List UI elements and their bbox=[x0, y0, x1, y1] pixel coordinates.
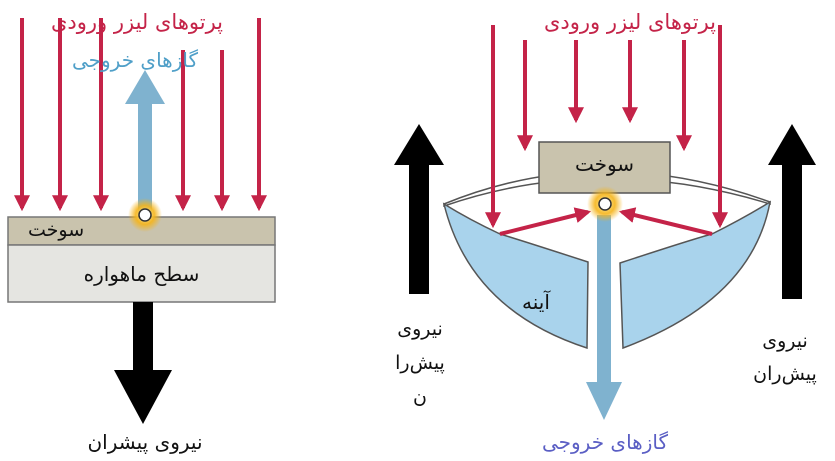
left-exhaust-label: گازهای خروجی bbox=[71, 48, 198, 72]
right-ignition-point bbox=[598, 197, 612, 211]
mirror-left-half bbox=[442, 202, 589, 350]
mirror-label: آینه bbox=[522, 290, 550, 314]
left-exhaust-arrow bbox=[125, 70, 165, 216]
right-thrust-left-line1: نیروی bbox=[397, 318, 443, 340]
left-laser-beams bbox=[14, 18, 267, 212]
right-incoming-laser-label: پرتوهای لیزر ورودی bbox=[543, 10, 717, 34]
left-thrust-label: نیروی پیشران bbox=[87, 430, 203, 454]
left-thrust-arrow bbox=[114, 302, 172, 424]
reflected-beam bbox=[618, 207, 713, 236]
left-incoming-laser-label: پرتوهای لیزر ورودی bbox=[50, 10, 224, 34]
right-exhaust-arrow bbox=[586, 215, 622, 420]
left-fuel-label: سوخت bbox=[28, 219, 85, 241]
left-satellite-surface bbox=[7, 244, 276, 303]
right-thrust-right-line2: پیش‌ران bbox=[753, 363, 817, 385]
right-exhaust-label: گازهای خروجی bbox=[541, 430, 668, 454]
right-thrust-arrow-left bbox=[394, 124, 444, 294]
right-thrust-left-line3: ن bbox=[413, 386, 427, 408]
right-diagram bbox=[394, 25, 816, 420]
mirror-right-half bbox=[619, 200, 772, 350]
right-thrust-arrow-right bbox=[768, 124, 816, 299]
reflected-beam bbox=[499, 207, 592, 236]
left-satellite-surface-label: سطح ماهواره bbox=[83, 262, 200, 286]
right-laser-beams bbox=[485, 25, 728, 236]
right-thrust-left-line2: پیش‌را bbox=[395, 352, 445, 374]
left-ignition-point bbox=[138, 208, 152, 222]
left-diagram bbox=[7, 18, 276, 424]
right-fuel-label: سوخت bbox=[574, 152, 635, 176]
right-thrust-right-line1: نیروی bbox=[762, 330, 808, 352]
